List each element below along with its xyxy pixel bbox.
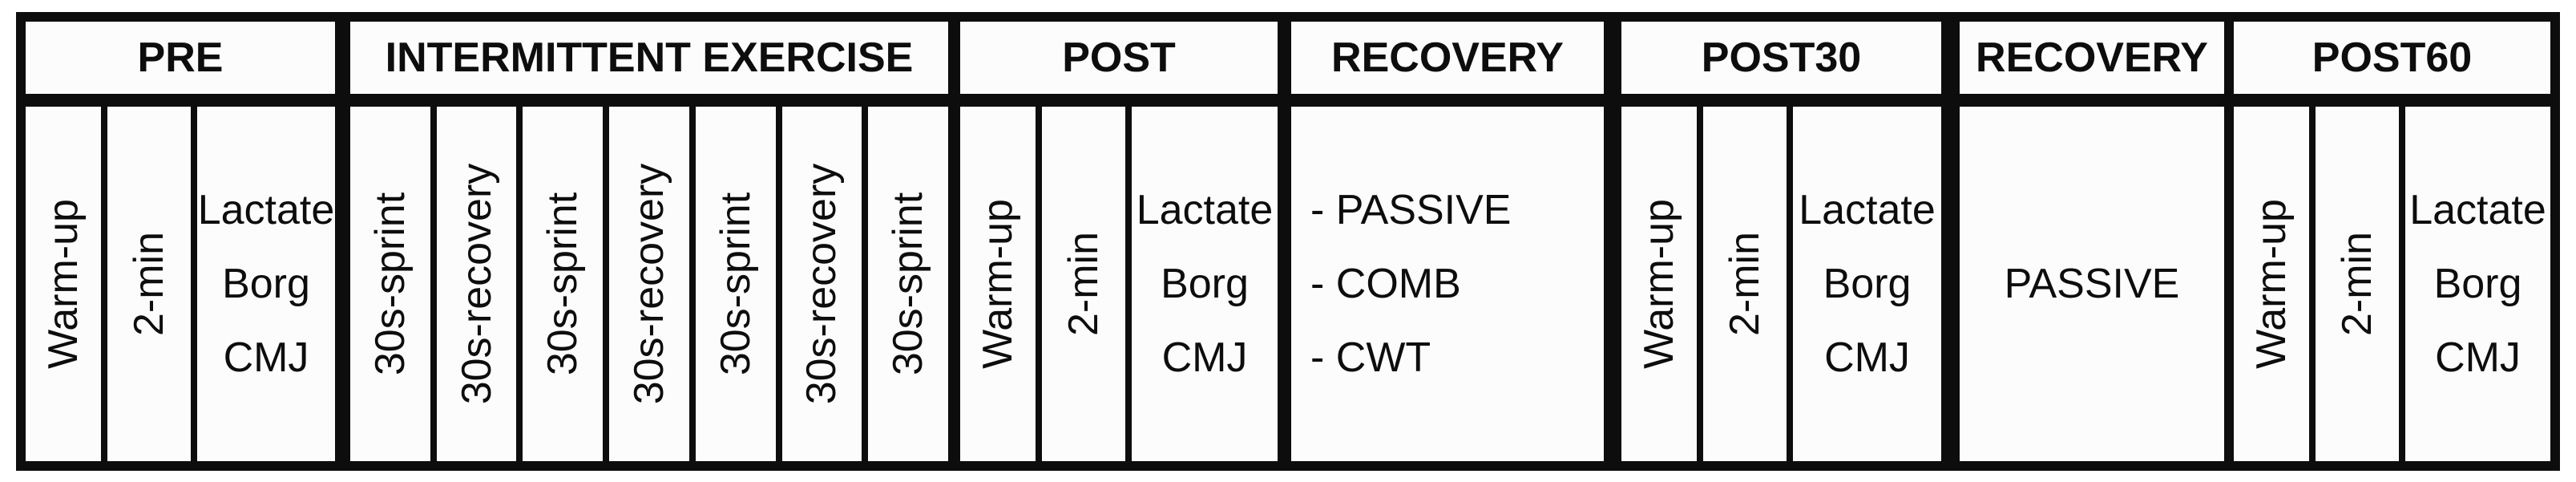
sprint-label: 30s-sprint xyxy=(366,192,414,376)
section-body-post60: Warm-up 2-min Lactate Borg CMJ xyxy=(2234,107,2550,461)
section-recovery-interventions: RECOVERY - PASSIVE - COMB - CWT xyxy=(1291,22,1604,461)
measure-cmj: CMJ xyxy=(223,334,309,381)
section-header-post60: POST60 xyxy=(2234,22,2550,94)
sprint-label: 30s-sprint xyxy=(712,192,759,376)
measure-borg: Borg xyxy=(1823,261,1912,307)
section-recovery-passive: RECOVERY PASSIVE xyxy=(1960,22,2224,461)
recovery-options-cell: - PASSIVE - COMB - CWT xyxy=(1291,107,1604,461)
recovery-label: 30s-recovery xyxy=(453,163,500,405)
measure-cmj: CMJ xyxy=(2435,334,2521,381)
warmup-cell: Warm-up xyxy=(1621,107,1697,461)
protocol-table: PRE Warm-up 2-min Lactate Borg CMJ INTER… xyxy=(16,12,2560,471)
warmup-label: Warm-up xyxy=(1636,199,1682,369)
measures-cell: Lactate Borg CMJ xyxy=(1793,107,1941,461)
recovery-cell: 30s-recovery xyxy=(609,107,689,461)
recovery-label: 30s-recovery xyxy=(626,163,673,405)
section-body-post30: Warm-up 2-min Lactate Borg CMJ xyxy=(1621,107,1941,461)
measures-cell: Lactate Borg CMJ xyxy=(197,107,335,461)
sprint-cell: 30s-sprint xyxy=(350,107,430,461)
section-pre: PRE Warm-up 2-min Lactate Borg CMJ xyxy=(26,22,335,461)
warmup-cell: Warm-up xyxy=(26,107,101,461)
measures-cell: Lactate Borg CMJ xyxy=(1132,107,1278,461)
section-post60: POST60 Warm-up 2-min Lactate Borg CMJ xyxy=(2234,22,2550,461)
measure-lactate: Lactate xyxy=(1799,187,1936,233)
section-body-intermittent: 30s-sprint 30s-recovery 30s-sprint 30s-r… xyxy=(350,107,949,461)
sprint-cell: 30s-sprint xyxy=(523,107,604,461)
section-post30: POST30 Warm-up 2-min Lactate Borg CMJ xyxy=(1621,22,1941,461)
section-body-post: Warm-up 2-min Lactate Borg CMJ xyxy=(960,107,1278,461)
warmup-label: Warm-up xyxy=(975,199,1021,369)
sprint-label: 30s-sprint xyxy=(885,192,932,376)
recovery-label: 30s-recovery xyxy=(798,163,846,405)
measure-lactate: Lactate xyxy=(2409,187,2546,233)
section-header-post: POST xyxy=(960,22,1278,94)
warmup-cell: Warm-up xyxy=(2234,107,2309,461)
recovery-cell: 30s-recovery xyxy=(781,107,862,461)
recovery-option-cwt: - CWT xyxy=(1310,334,1431,381)
section-post: POST Warm-up 2-min Lactate Borg CMJ xyxy=(960,22,1278,461)
warmup-cell: Warm-up xyxy=(960,107,1036,461)
two-min-label: 2-min xyxy=(126,231,172,337)
recovery-option-passive: - PASSIVE xyxy=(1310,187,1512,233)
section-body-pre: Warm-up 2-min Lactate Borg CMJ xyxy=(26,107,335,461)
two-min-cell: 2-min xyxy=(1703,107,1787,461)
section-header-pre: PRE xyxy=(26,22,335,94)
measure-borg: Borg xyxy=(2433,261,2522,307)
measure-lactate: Lactate xyxy=(1136,187,1274,233)
sprint-cell: 30s-sprint xyxy=(868,107,949,461)
measure-borg: Borg xyxy=(222,261,310,307)
two-min-label: 2-min xyxy=(1060,231,1107,337)
measure-cmj: CMJ xyxy=(1161,334,1248,381)
measure-lactate: Lactate xyxy=(197,187,335,233)
warmup-label: Warm-up xyxy=(2248,199,2295,369)
section-body-recovery-passive: PASSIVE xyxy=(1960,107,2224,461)
measure-borg: Borg xyxy=(1161,261,1249,307)
section-body-recovery: - PASSIVE - COMB - CWT xyxy=(1291,107,1604,461)
warmup-label: Warm-up xyxy=(40,199,87,369)
two-min-cell: 2-min xyxy=(107,107,191,461)
measure-cmj: CMJ xyxy=(1824,334,1910,381)
section-header-intermittent: INTERMITTENT EXERCISE xyxy=(350,22,948,94)
two-min-cell: 2-min xyxy=(1042,107,1125,461)
passive-cell: PASSIVE xyxy=(1960,107,2224,461)
recovery-cell: 30s-recovery xyxy=(436,107,517,461)
two-min-cell: 2-min xyxy=(2316,107,2399,461)
passive-label: PASSIVE xyxy=(2004,261,2180,307)
section-header-post30: POST30 xyxy=(1621,22,1941,94)
measures-cell: Lactate Borg CMJ xyxy=(2405,107,2550,461)
two-min-label: 2-min xyxy=(1722,231,1768,337)
sprint-label: 30s-sprint xyxy=(539,192,587,376)
section-intermittent-exercise: INTERMITTENT EXERCISE 30s-sprint 30s-rec… xyxy=(350,22,949,461)
recovery-option-comb: - COMB xyxy=(1310,261,1461,307)
section-header-recovery: RECOVERY xyxy=(1960,22,2224,94)
sprint-cell: 30s-sprint xyxy=(695,107,776,461)
two-min-label: 2-min xyxy=(2334,231,2380,337)
section-header-recovery: RECOVERY xyxy=(1291,22,1604,94)
